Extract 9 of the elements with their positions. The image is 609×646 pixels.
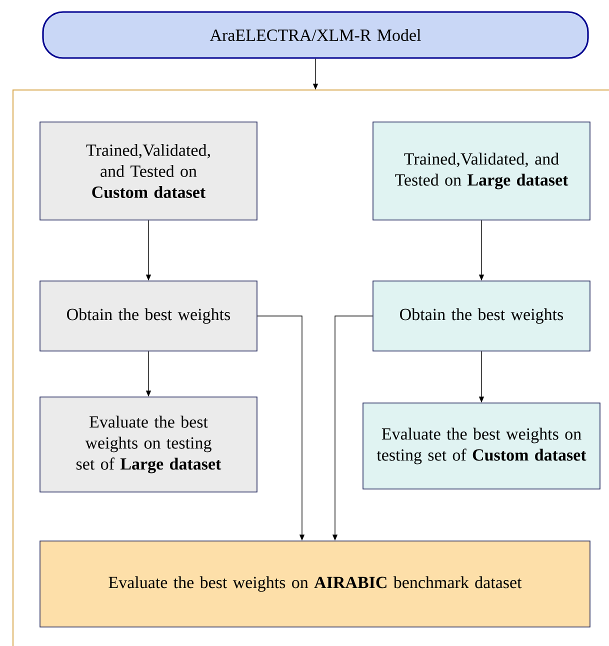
process-box: Trained,Validated, and Tested on Large dataset: [372, 122, 590, 220]
process-box: Trained,Validated, and Tested on Custom dataset: [40, 122, 258, 220]
process-box: Obtain the best weights: [40, 280, 258, 352]
process-box: Evaluate the best weights on testing set of Large dataset: [40, 396, 258, 492]
process-box: Evaluate the best weights on testing set of Custom dataset: [362, 402, 600, 490]
process-box: Evaluate the best weights on AIRABIC benchmark dataset: [40, 540, 590, 628]
process-box: Obtain the best weights: [372, 280, 590, 352]
group-frame: [12, 90, 609, 646]
start-terminal: AraELECTRA/XLM-R Model: [42, 11, 589, 59]
